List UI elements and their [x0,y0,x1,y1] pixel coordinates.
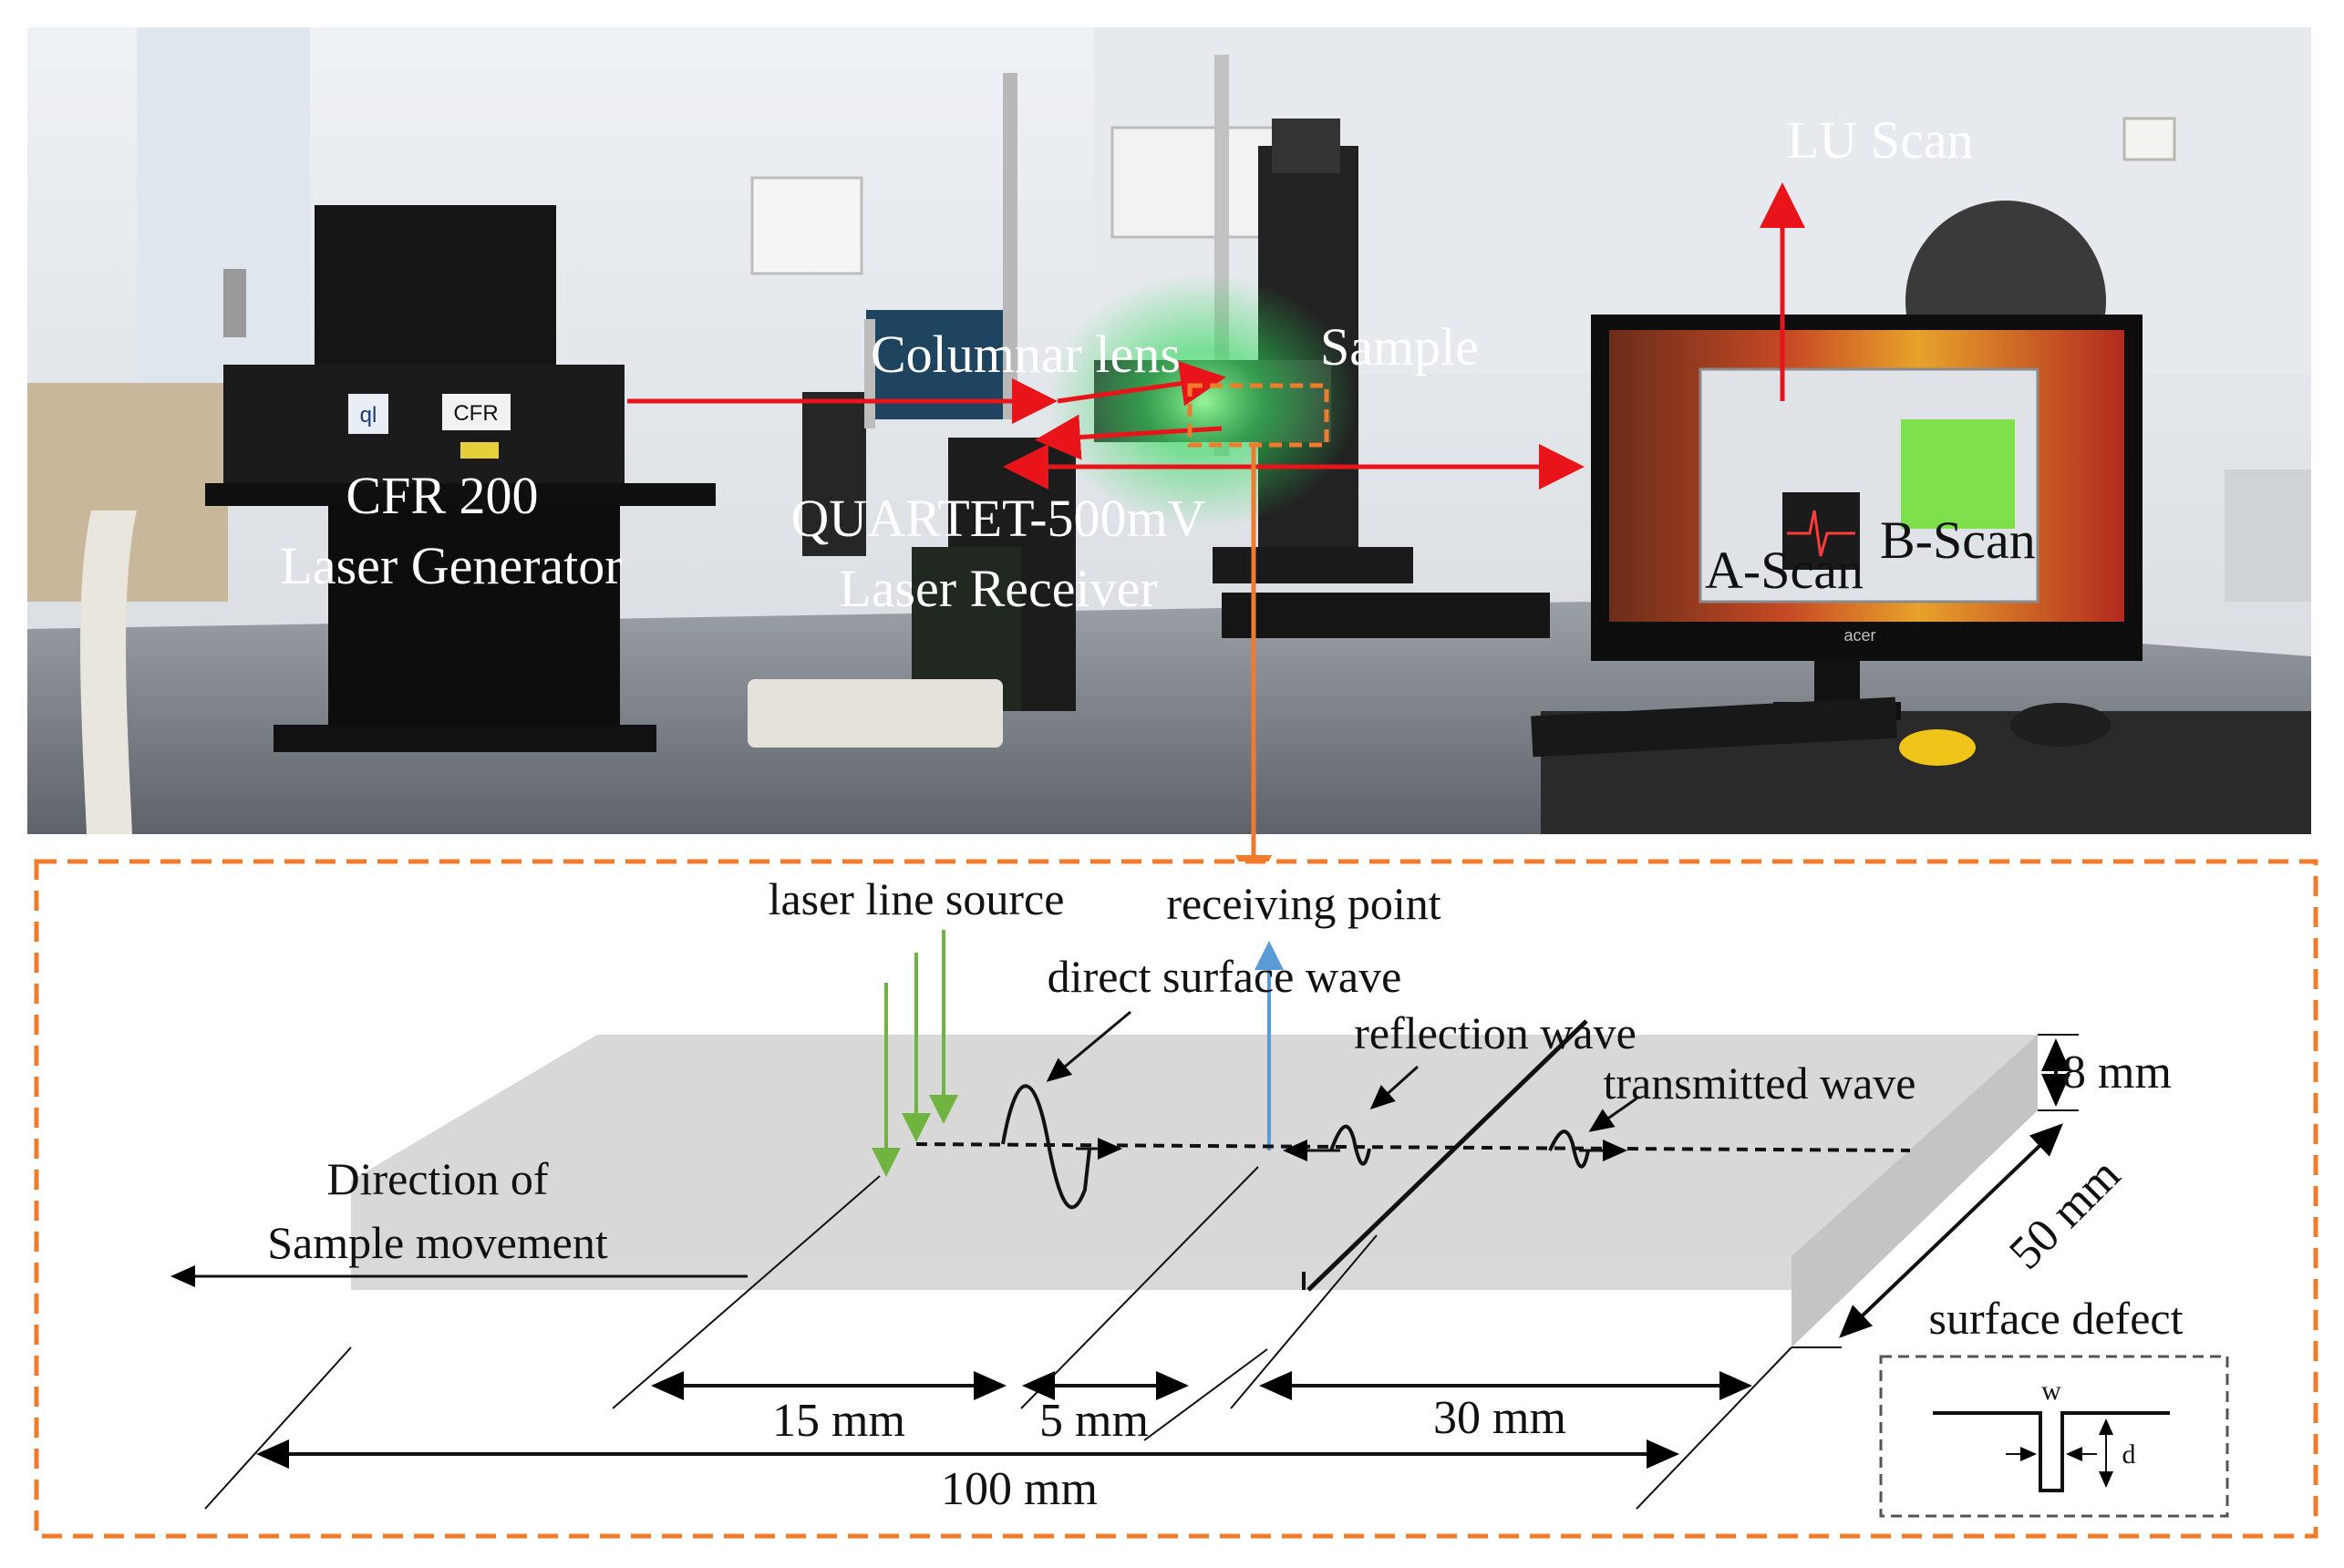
dim-30mm-label: 30 mm [1433,1392,1566,1444]
ext-line-defect [1230,1234,1378,1409]
columnar-lens-label: Columnar lens [871,325,1181,384]
schematic-panel: laser line source receiving point direct… [34,859,2318,1539]
direct-surface-wave-label: direct surface wave [1048,951,1402,1002]
defect-line [1306,1019,1588,1292]
ext-line-right [1636,1346,1792,1510]
direct-wave-pointer [1046,1010,1131,1082]
b-scan-label: B-Scan [1880,511,2036,570]
b-scan-window [1901,419,2015,529]
receiver-label-line1: QUARTET-500mV [790,489,1205,548]
ext-line-30 [1143,1348,1268,1441]
a-scan-window [1782,492,1860,570]
reflection-pointer [1369,1065,1420,1110]
transmitted-pointer [1588,1097,1637,1132]
keyboard [1531,696,1897,758]
laser-receiver [802,310,1076,711]
logo-badge [348,394,388,434]
receiving-point-label: receiving point [1166,878,1440,929]
wall-window [137,27,310,410]
brand-badge [442,394,511,430]
dim-100mm-label: 100 mm [941,1463,1098,1515]
transmitted-wave-label: transmitted wave [1604,1057,1916,1109]
controller-box [748,679,1003,748]
defect-profile [1933,1411,2170,1492]
sample-plate [351,1035,2038,1347]
monitor: acer [1591,315,2143,720]
direction-label-line1: Direction of [327,1153,549,1204]
direct-surface-wave-shape [1001,1084,1091,1210]
surface-defect-label: surface defect [1929,1293,2184,1344]
sample-highlight-box [1187,383,1329,448]
brand-badge-text: CFR [453,401,498,426]
lab-photo: ql CFR [27,27,2311,892]
reflection-wave-label: reflection wave [1354,1007,1637,1058]
sample-label: Sample [1320,317,1479,377]
generator-label-line2: Laser Generator [280,536,622,595]
lens-to-sample-arrow [1057,360,1226,407]
electrical-box [750,176,863,275]
direction-label-line2: Sample movement [267,1217,608,1268]
receiver-label-line2: Laser Receiver [839,559,1157,618]
mouse [2010,703,2111,747]
logo-badge-text: ql [360,403,377,428]
generator-label-line1: CFR 200 [346,466,538,525]
monitor-brand: acer [1843,626,1875,645]
lu-scan-label: LU Scan [1787,110,1974,170]
laser-line-source-label: laser line source [769,873,1065,924]
ext-line-source [612,1175,881,1409]
surface-defect-inset: surface defect w d [1879,1293,2229,1518]
defect-w-label: w [2041,1376,2061,1406]
thickness-label: 8 mm [2062,1047,2172,1099]
dim-5mm-label: 5 mm [1039,1395,1149,1447]
reflection-wave-shape [1329,1124,1371,1166]
ext-line-receive [1020,1166,1259,1409]
tape-measure [1899,729,1976,766]
wave-path [915,1142,1911,1152]
dim-50mm [1839,1123,2063,1338]
wall-switch [2122,117,2176,161]
transmitted-wave-shape [1548,1130,1590,1169]
a-scan-label: A-Scan [1705,541,1864,600]
dim-15mm-label: 15 mm [772,1395,905,1447]
defect-d-label: d [2122,1439,2136,1470]
oscilloscope [2225,469,2311,602]
laser-generator: ql CFR [80,205,716,834]
breaker-panel [1110,126,1278,239]
ext-line-left [204,1346,352,1510]
surface-defect-box [1879,1355,2229,1518]
